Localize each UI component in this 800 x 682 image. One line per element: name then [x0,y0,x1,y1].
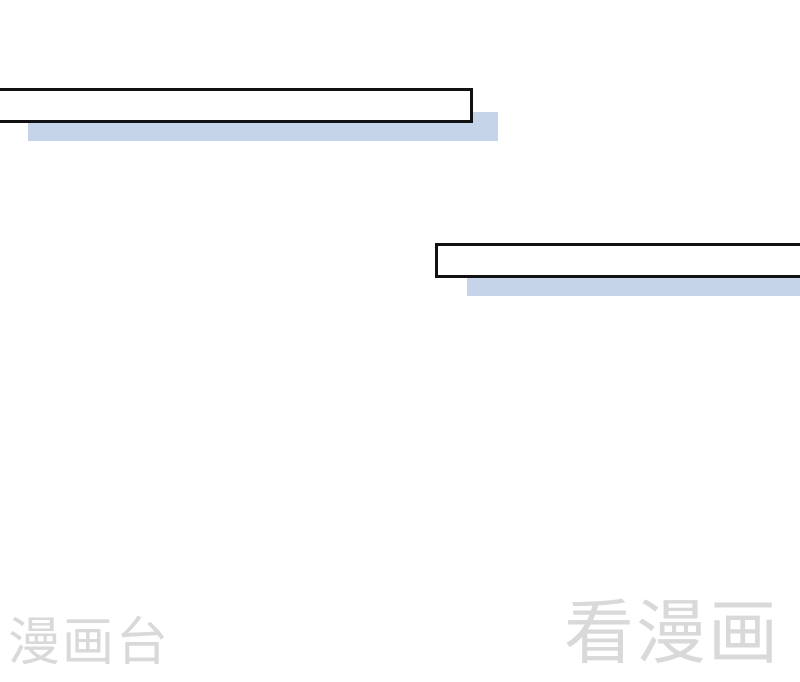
watermark-right: 看漫画 [564,592,780,674]
watermark-left: 漫画台 [8,613,171,673]
empty-panel-middle [435,243,800,278]
empty-panel-top [0,88,473,123]
